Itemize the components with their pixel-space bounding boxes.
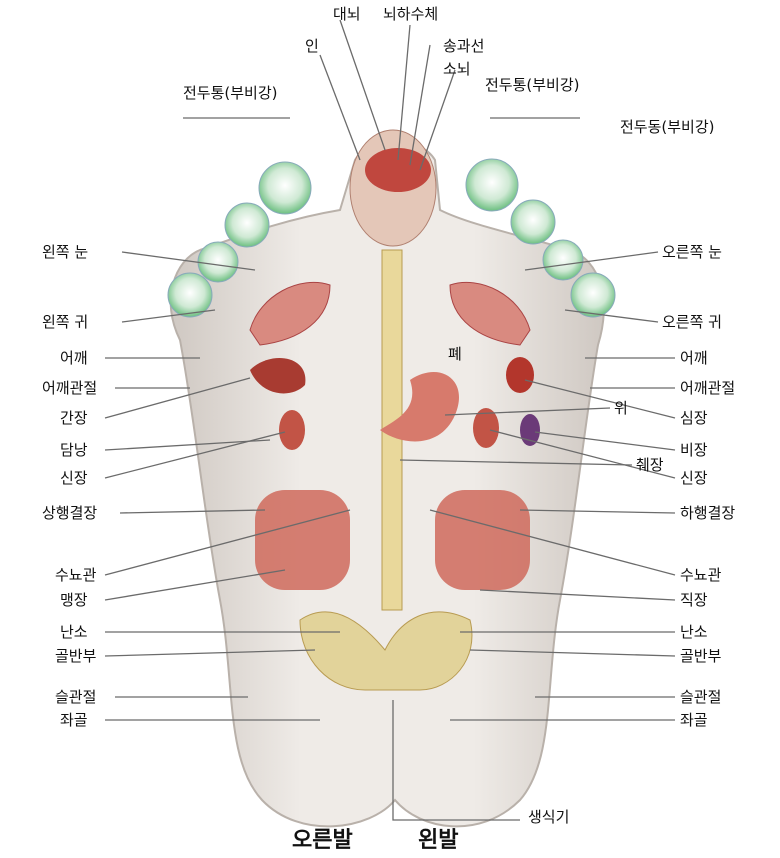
label-sciatic-l: 좌골 [60,711,88,729]
toe-4-left [571,273,615,317]
label-cerebrum: 대뇌 [333,5,361,23]
toe-4-right [168,273,212,317]
heart [506,357,534,393]
label-cecum: 맹장 [60,591,88,609]
label-right-eye: 오른쪽 눈 [662,243,722,261]
label-ovary-r: 난소 [680,623,708,641]
label-in: 인 [305,37,319,55]
label-right-ear: 오른쪽 귀 [662,313,722,331]
label-pelvis-l: 골반부 [55,647,96,665]
toe-3-left [543,240,583,280]
label-ureter-r: 수뇨관 [680,566,721,584]
intestine-left [435,490,530,590]
intestine-right [255,490,350,590]
toe-2-left [511,200,555,244]
label-left-ear: 왼쪽 귀 [42,313,88,331]
label-pancreas: 췌장 [636,456,664,474]
toe-big-left [466,159,518,211]
left-foot-caption: 왼발 [418,822,458,854]
label-shoulder-l: 어깨 [60,349,88,367]
label-cerebellum: 소뇌 [443,60,471,78]
label-genitals: 생식기 [528,808,569,826]
label-lung: 폐 [448,345,462,363]
label-ovary-l: 난소 [60,623,88,641]
kidney-right [279,410,305,450]
label-pineal: 송과선 [443,37,484,55]
label-rectum: 직장 [680,591,708,609]
label-heart: 심장 [680,409,708,427]
label-gallbladder: 담낭 [60,441,88,459]
label-knee-r: 슬관절 [680,688,721,706]
label-descending-colon: 하행결장 [680,504,735,522]
label-left-eye: 왼쪽 눈 [42,243,88,261]
label-sciatic-r: 좌골 [680,711,708,729]
label-kidney-r: 신장 [680,469,708,487]
label-shoulder-joint-r: 어깨관절 [680,379,735,397]
label-pelvis-r: 골반부 [680,647,721,665]
label-stomach: 위 [614,399,628,417]
label-spleen: 비장 [680,441,708,459]
label-sinus-right-outer: 전두동(부비강) [620,118,715,136]
label-knee-l: 슬관절 [55,688,96,706]
label-ascending-colon: 상행결장 [42,504,97,522]
label-pituitary: 뇌하수체 [383,5,438,23]
spleen [520,414,540,446]
label-kidney-l: 신장 [60,469,88,487]
toe-2-right [225,203,269,247]
right-foot-caption: 오른발 [292,822,353,854]
label-liver: 간장 [60,409,88,427]
label-sinus-left: 전두통(부비강) [183,84,278,102]
toe-3-right [198,242,238,282]
label-sinus-right: 전두통(부비강) [485,76,580,94]
label-shoulder-r: 어깨 [680,349,708,367]
toe-big-right [259,162,311,214]
label-shoulder-joint-l: 어깨관절 [42,379,97,397]
label-ureter-l: 수뇨관 [55,566,96,584]
